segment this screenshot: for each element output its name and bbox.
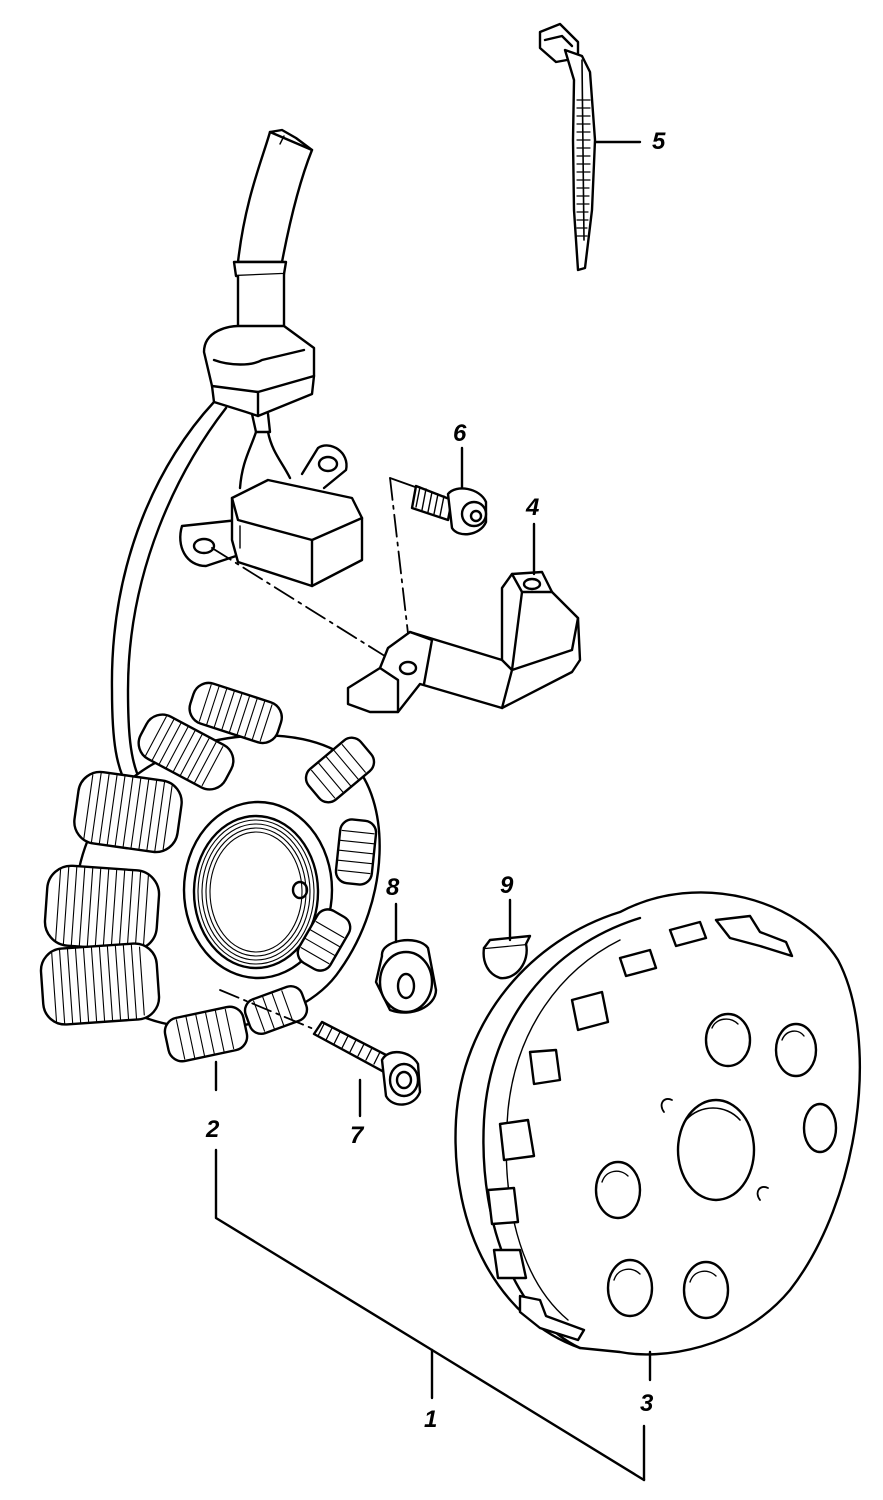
callout-6: 6: [453, 420, 467, 447]
pulser-coil-box: [179, 444, 364, 588]
small-bolt-part: [410, 446, 488, 536]
wire-harness: [110, 128, 316, 792]
callout-5: 5: [652, 128, 666, 155]
stator-poles: [39, 681, 378, 1063]
collar-nut-part: [374, 902, 438, 1014]
callout-9: 9: [500, 872, 514, 899]
callout-7: 7: [350, 1122, 364, 1149]
callout-8: 8: [386, 874, 400, 901]
flywheel-rotor-part: [454, 891, 862, 1382]
callout-3: 3: [640, 1390, 654, 1417]
callout-2: 2: [206, 1116, 220, 1143]
bracket-part: [346, 522, 582, 714]
cable-tie-part: [538, 22, 642, 272]
rotor-magnets: [486, 920, 708, 1280]
rotor-holes: [594, 1012, 838, 1320]
woodruff-key-part: [482, 898, 532, 980]
callout-1: 1: [424, 1406, 438, 1433]
assembly-bracket: [214, 1148, 646, 1482]
long-bolt-part: [312, 1020, 422, 1118]
callout-4: 4: [526, 494, 540, 521]
stator-part: [39, 681, 381, 1092]
cable-tie-teeth: [576, 99, 591, 237]
